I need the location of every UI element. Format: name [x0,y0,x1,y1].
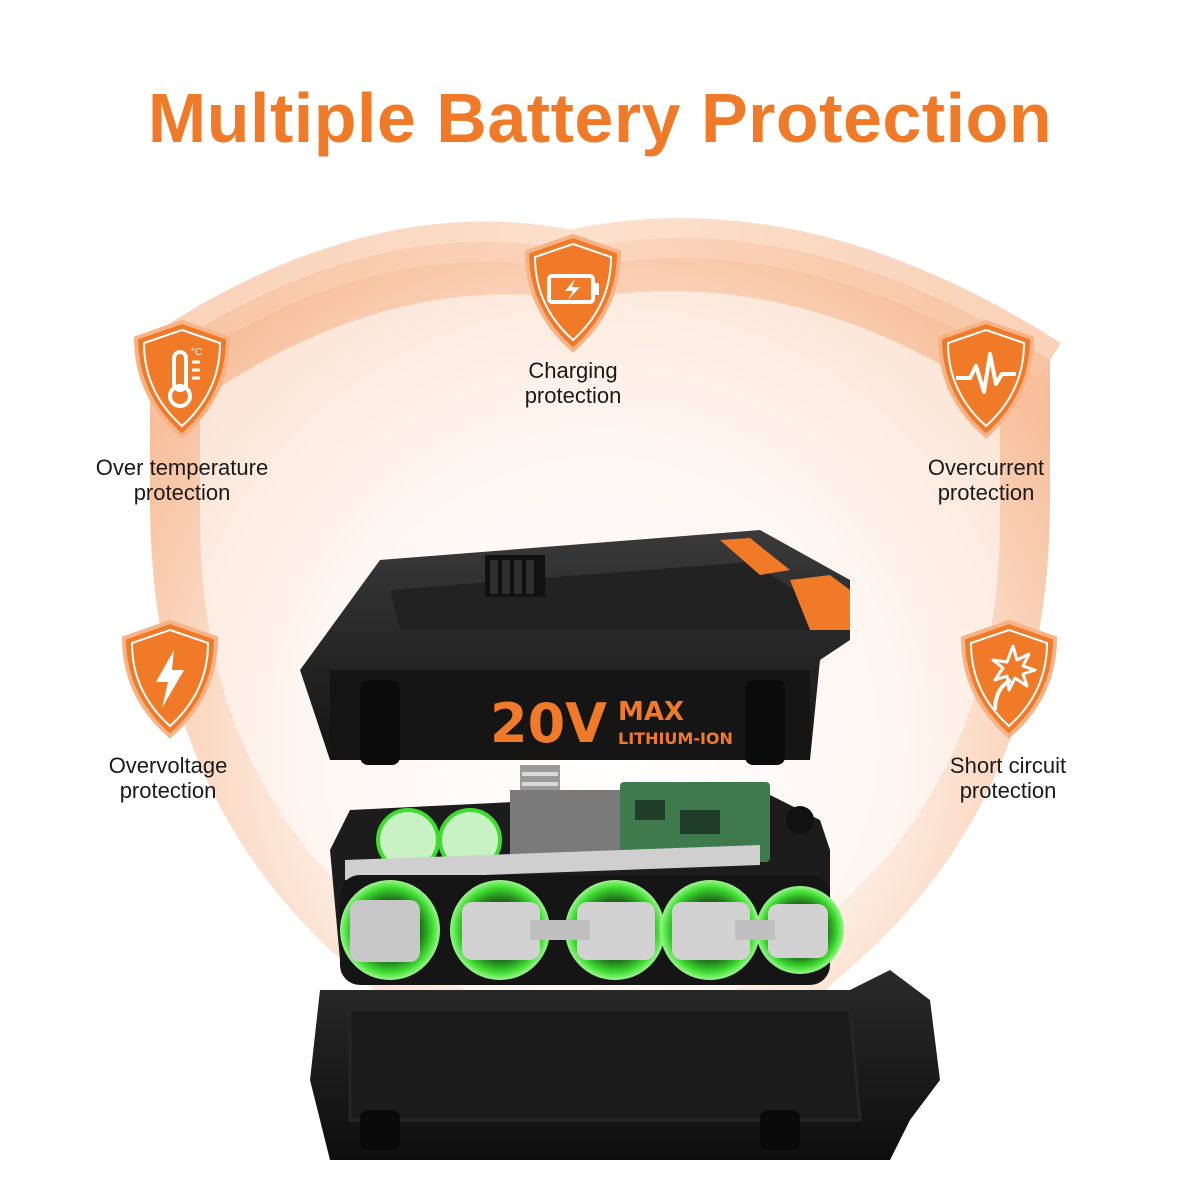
page-title: Multiple Battery Protection [147,79,1053,157]
lightning-bolt-icon [121,619,219,739]
thermometer-icon: °C [133,319,231,439]
battery-cell [340,880,440,980]
short-circuit-protection-label: Short circuit protection [888,753,1128,803]
overcurrent-protection-label: Overcurrent protection [866,455,1106,505]
over-temperature-protection-label: Over temperature protection [62,455,302,505]
spark-burst-icon [960,619,1058,739]
battery-cell [450,880,550,980]
overvoltage-protection-label: Overvoltage protection [48,753,288,803]
feature-line: Overcurrent [927,455,1045,480]
battery-bottom-case [310,970,940,1160]
battery-charging-icon [524,233,622,353]
chemistry-label: LITHIUM-ION [618,729,733,748]
pulse-wave-icon [937,319,1035,439]
max-label: MAX [618,697,684,727]
feature-line: protection [959,778,1057,803]
battery-cell-row [340,875,844,985]
feature-line: protection [133,480,231,505]
thermometer-unit: °C [191,347,202,358]
feature-line: protection [119,778,217,803]
feature-line: Short circuit [949,753,1067,778]
charging-protection-label: Charging protection [453,358,693,408]
battery-cell [565,880,665,980]
battery-exploded-view: 20V MAX LITHIUM-ION [300,530,940,1160]
battery-cell [660,880,760,980]
battery-top-cover: 20V MAX LITHIUM-ION [300,530,850,765]
feature-line: Charging [528,358,618,383]
feature-line: protection [937,480,1035,505]
battery-cell [756,886,844,974]
voltage-label: 20V [490,692,607,755]
feature-line: Over temperature [95,455,269,480]
feature-line: protection [524,383,622,408]
feature-line: Overvoltage [108,753,228,778]
